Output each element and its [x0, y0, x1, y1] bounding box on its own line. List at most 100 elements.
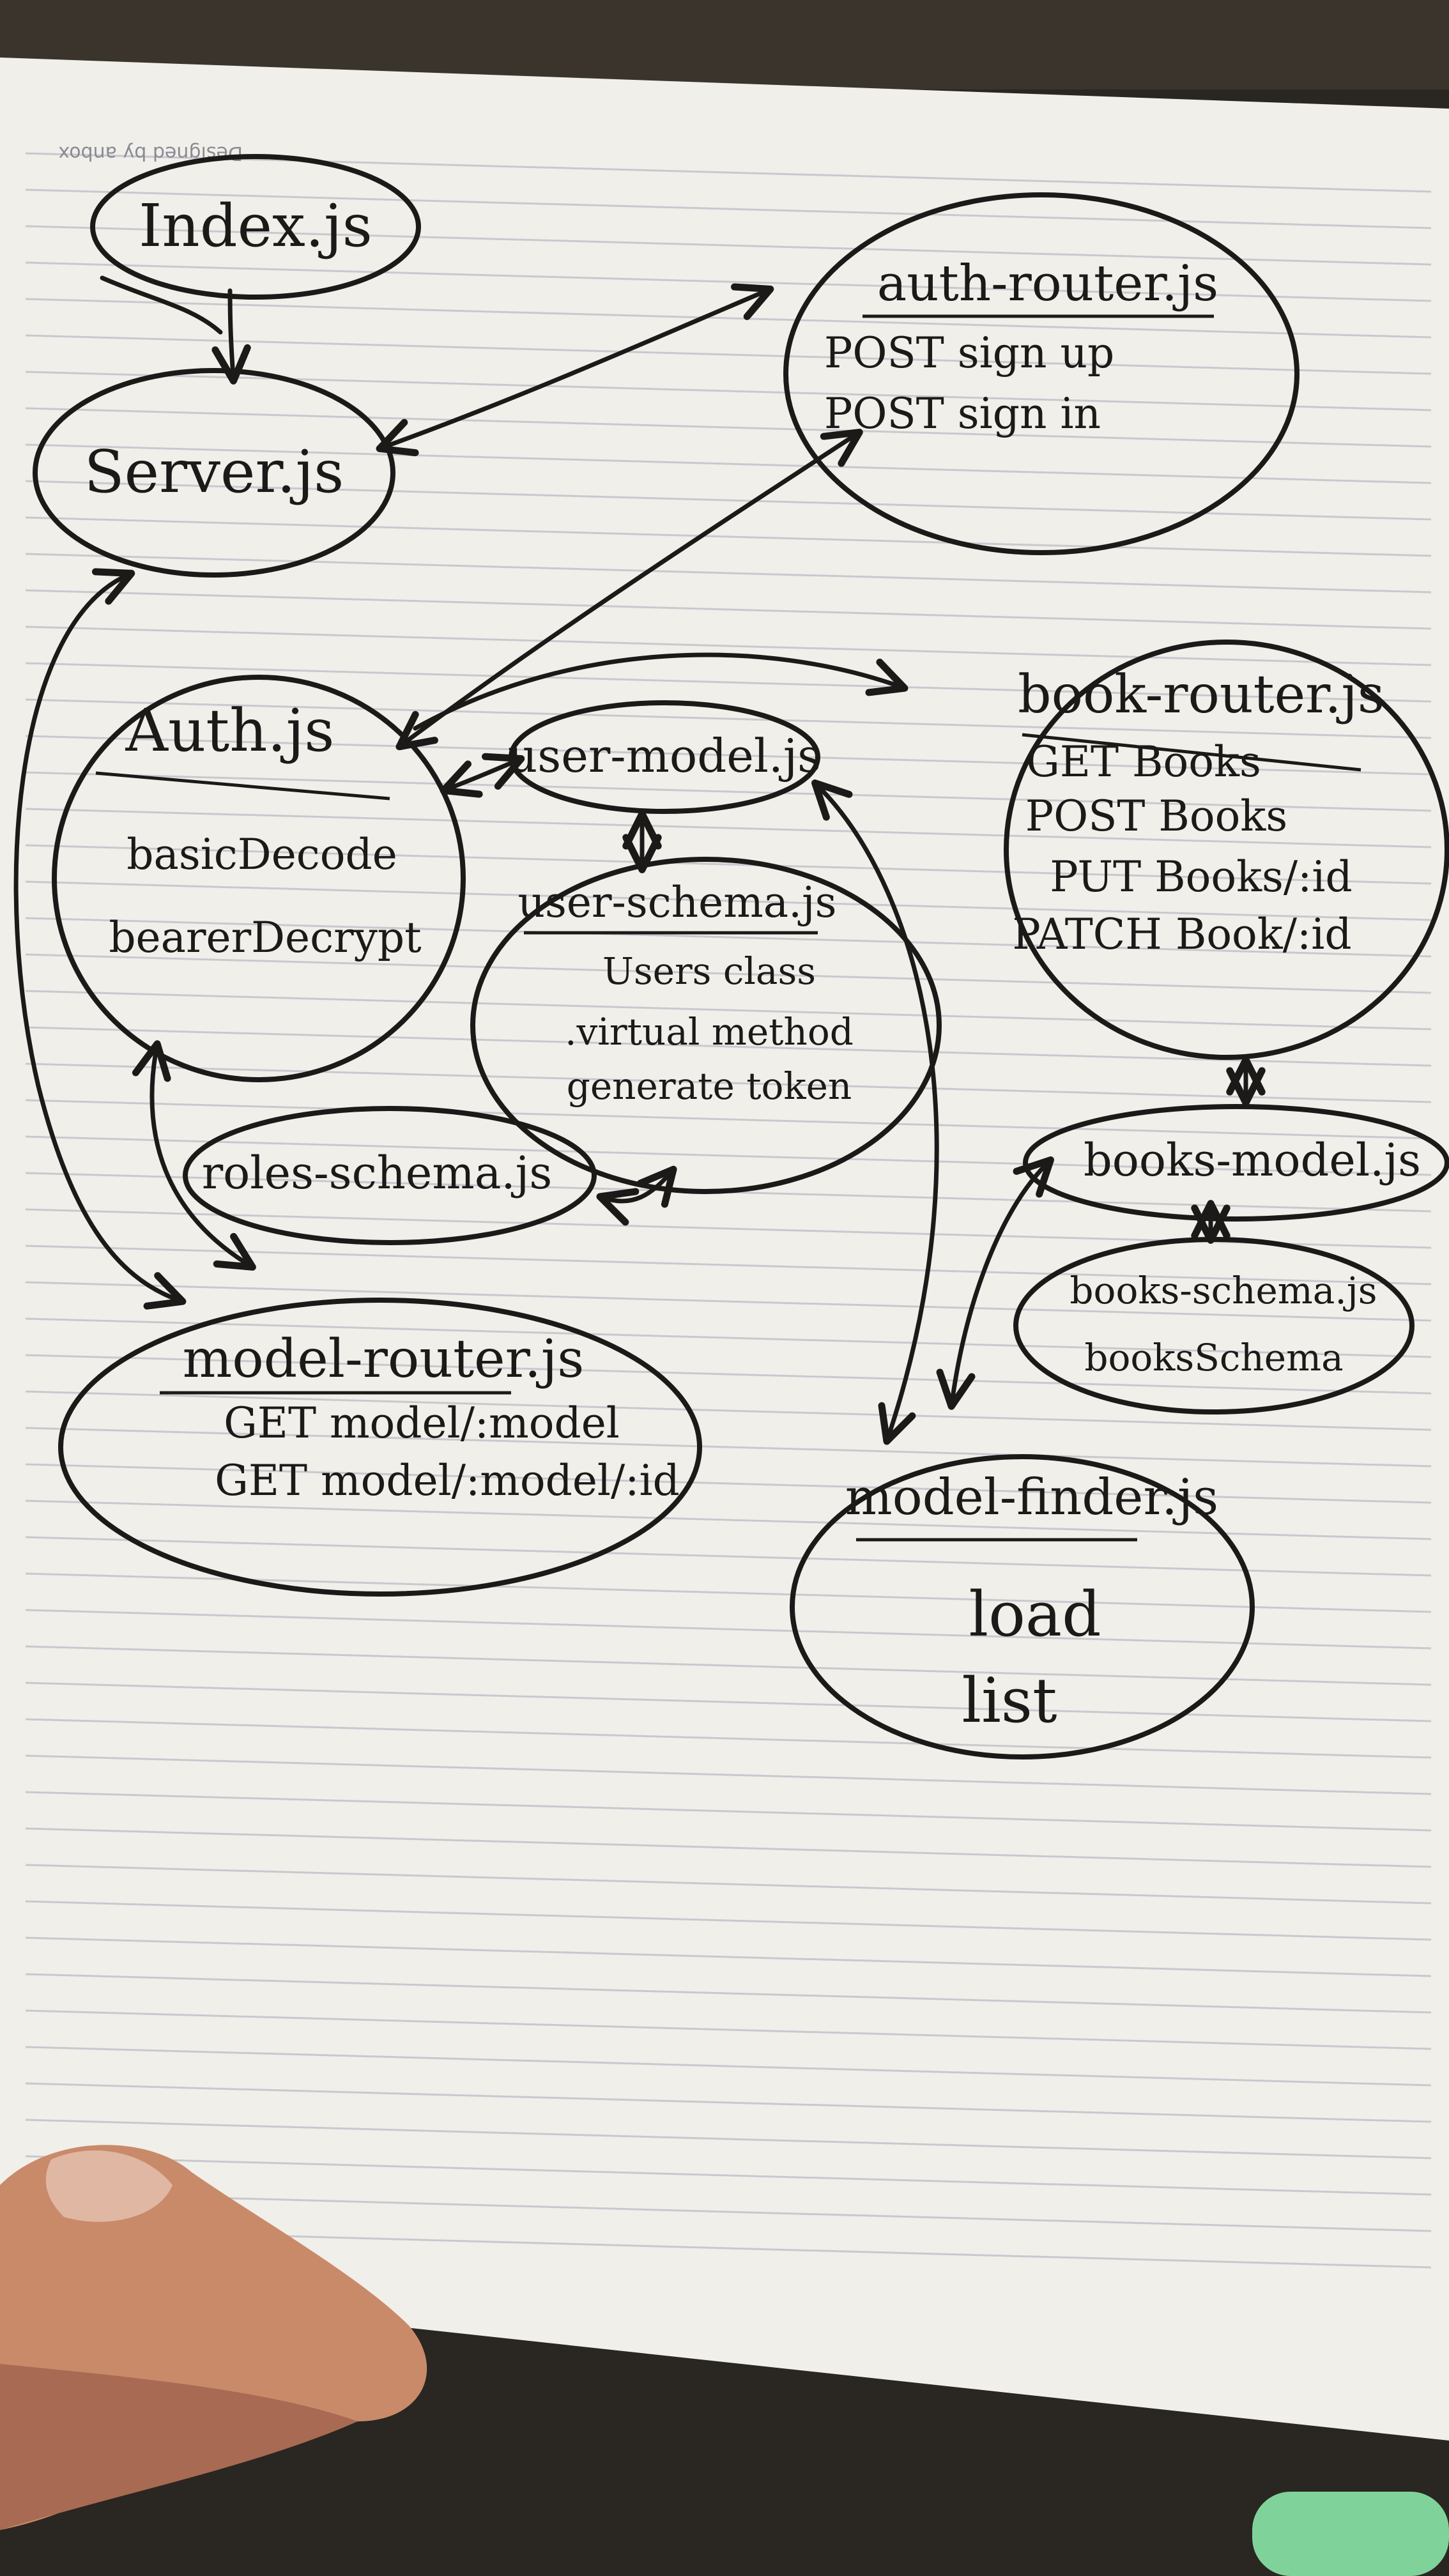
- ruled-line: [25, 1973, 1432, 2014]
- ruled-line: [25, 1245, 1432, 1285]
- ruled-line: [25, 1900, 1432, 1941]
- ruled-line: [25, 1463, 1432, 1504]
- ruled-line: [25, 1499, 1432, 1540]
- node-auth-router: auth-router.js POST sign up POST sign in: [783, 192, 1300, 555]
- node-item: .virtual method: [565, 1010, 854, 1054]
- paper-page: [0, 57, 1449, 2441]
- ruled-line: [25, 1936, 1432, 1977]
- node-item: GET model/:model/:id: [215, 1456, 680, 1505]
- node-server: Server.js: [33, 368, 395, 578]
- paper-sheet: Designed by anbox: [0, 57, 1449, 2441]
- edge-user-schema-roles-schema: [596, 1165, 677, 1226]
- ruled-line: [25, 2082, 1432, 2123]
- node-user-schema: user-schema.js Users class .virtual meth…: [470, 857, 942, 1194]
- edge-index-scribble: [100, 275, 223, 335]
- node-item: GET model/:model: [224, 1399, 620, 1448]
- node-title: Auth.js: [125, 696, 335, 765]
- ruled-line: [25, 1317, 1432, 1358]
- node-title: Server.js: [84, 438, 344, 506]
- ruled-line: [25, 771, 1432, 812]
- node-item: Users class: [602, 949, 816, 993]
- ruled-line: [25, 1281, 1432, 1322]
- edge-server-auth-router: [376, 283, 774, 457]
- ruled-line: [25, 2191, 1432, 2232]
- ruled-line: [25, 990, 1432, 1031]
- node-title-underline: [95, 771, 390, 801]
- node-books-model: books-model.js: [1023, 1104, 1449, 1222]
- thumbnail: [45, 2150, 172, 2222]
- node-item: POST sign in: [824, 389, 1101, 438]
- ruled-line: [25, 917, 1432, 958]
- ruled-line: [25, 1099, 1432, 1140]
- ruled-line: [25, 152, 1432, 193]
- node-item: generate token: [567, 1064, 852, 1108]
- green-object: [1252, 2492, 1449, 2576]
- edge-index-server: [211, 288, 251, 385]
- ruled-line: [25, 1572, 1432, 1613]
- ruled-line: [25, 808, 1432, 848]
- hand: [0, 2145, 427, 2530]
- node-title: books-model.js: [1084, 1134, 1421, 1186]
- ruled-line: [25, 1062, 1432, 1103]
- node-item: load: [969, 1579, 1101, 1650]
- ruled-line: [25, 1135, 1432, 1176]
- node-title: roles-schema.js: [202, 1147, 553, 1199]
- ruled-line: [25, 1682, 1432, 1722]
- ruled-line: [25, 1864, 1432, 1905]
- node-item: basicDecode: [126, 830, 397, 879]
- node-roles-schema: roles-schema.js: [183, 1106, 597, 1245]
- node-model-finder: model-finder.js load list: [790, 1454, 1255, 1759]
- ruled-line: [25, 1754, 1432, 1795]
- ruled-line: [25, 735, 1432, 776]
- ruled-line: [25, 261, 1432, 302]
- node-user-model: user-model.js: [508, 700, 821, 814]
- node-item: GET Books: [1026, 737, 1261, 786]
- edge-books-model-model-finder: [936, 1156, 1054, 1410]
- ruled-line: [25, 2119, 1432, 2159]
- ruled-line: [25, 1718, 1432, 1759]
- ruled-line: [25, 2155, 1432, 2196]
- node-title: user-model.js: [508, 729, 821, 783]
- ruled-line: [25, 1827, 1432, 1868]
- ruled-line: [25, 953, 1432, 994]
- ruled-line: [25, 1390, 1432, 1431]
- node-title: model-finder.js: [845, 1469, 1218, 1526]
- node-item: list: [962, 1665, 1057, 1736]
- edge-server-model-router: [13, 568, 187, 1310]
- ruled-line: [25, 1609, 1432, 1650]
- node-title-underline: [1022, 733, 1361, 772]
- node-title: book-router.js: [1018, 664, 1384, 725]
- ruled-line: [25, 2009, 1432, 2050]
- ruled-line: [25, 1026, 1432, 1067]
- node-item: PATCH Book/:id: [1012, 910, 1351, 959]
- node-item: booksSchema: [1084, 1336, 1343, 1379]
- node-title: model-router.js: [183, 1329, 585, 1390]
- node-title: user-schema.js: [518, 878, 837, 927]
- ruled-line: [25, 1536, 1432, 1577]
- ruled-line: [25, 880, 1432, 921]
- ruled-line: [25, 1427, 1432, 1468]
- node-item: POST Books: [1025, 792, 1288, 841]
- node-title: Index.js: [139, 192, 372, 260]
- node-title: auth-router.js: [877, 255, 1218, 312]
- ruled-line: [25, 1354, 1432, 1395]
- edges: [13, 275, 1266, 1445]
- node-item: PUT Books/:id: [1050, 852, 1353, 901]
- edge-auth-book-router: [413, 652, 908, 731]
- finger-shadow: [0, 2364, 358, 2530]
- ruled-line: [25, 1791, 1432, 1832]
- node-book-router: book-router.js GET Books POST Books PUT …: [1004, 640, 1449, 1060]
- node-item: POST sign up: [824, 328, 1114, 378]
- edge-user-model-model-finder: [811, 779, 939, 1445]
- ruled-line: [25, 844, 1432, 885]
- edge-auth-auth-router: [395, 429, 863, 751]
- ruled-line: [25, 1645, 1432, 1686]
- ruled-line: [25, 188, 1432, 229]
- ruled-line: [25, 225, 1432, 266]
- node-books-schema: books-schema.js booksSchema: [1013, 1237, 1414, 1414]
- node-index: Index.js: [90, 154, 421, 300]
- node-item: bearerDecrypt: [109, 913, 421, 962]
- ruled-line: [25, 2046, 1432, 2087]
- node-auth: Auth.js basicDecode bearerDecrypt: [52, 675, 466, 1082]
